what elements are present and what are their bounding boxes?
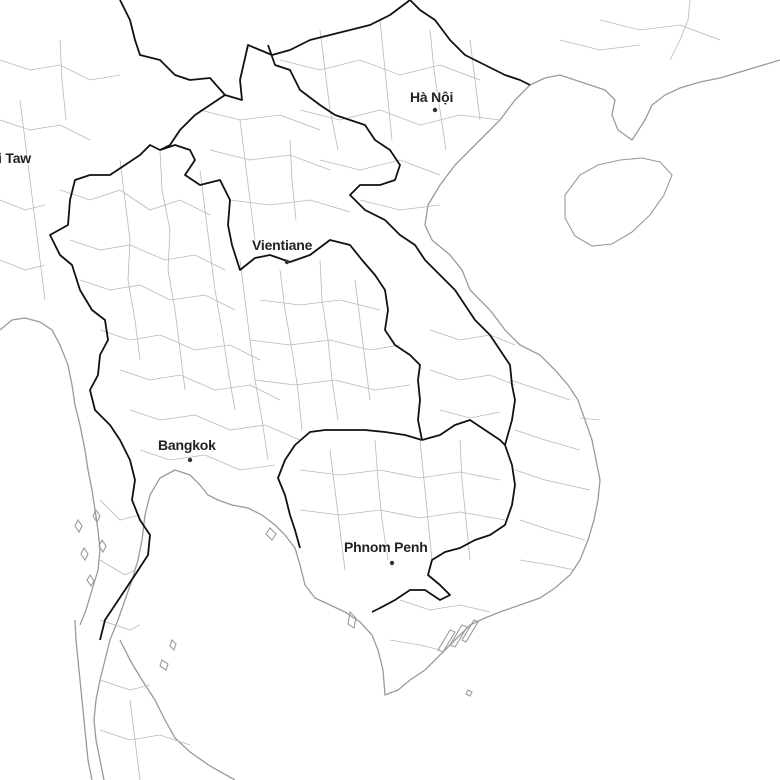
- border-myanmar-thailand: [49, 144, 161, 641]
- label-phnom-penh: Phnom Penh: [344, 539, 428, 555]
- border-cambodia-vietnam: [371, 444, 516, 613]
- label-hanoi: Hà Nội: [410, 89, 454, 105]
- vientiane-dot: [284, 259, 290, 265]
- islands: [74, 157, 673, 697]
- phu-quoc-island: [347, 610, 357, 629]
- border-china-vietnam: [409, 0, 531, 86]
- label-bangkok: Bangkok: [158, 437, 216, 453]
- myanmar-coastline: [0, 317, 101, 626]
- gulf-coast-east: [93, 469, 373, 780]
- border-laos-china-west: [267, 44, 336, 116]
- peninsula-west-coast: [74, 619, 93, 780]
- border-myanmar-laos: [159, 94, 226, 151]
- phnom-penh-dot: [389, 560, 395, 566]
- con-dao-island: [465, 689, 473, 697]
- label-vientiane: Vientiane: [252, 237, 313, 253]
- china-coastline: [529, 59, 780, 141]
- border-china-south: [119, 0, 411, 101]
- bangkok-dot: [187, 457, 193, 463]
- national-borders: [49, 0, 531, 641]
- peninsula-east-coast: [119, 639, 236, 780]
- border-laos-vietnam: [334, 114, 516, 446]
- capital-markers: [187, 107, 438, 566]
- hanoi-dot: [432, 107, 438, 113]
- vietnam-coastline: [371, 84, 601, 696]
- coastlines: [0, 59, 780, 780]
- label-naypyitaw-fragment: i Taw: [0, 150, 31, 166]
- border-cambodia-thailand: [277, 429, 423, 549]
- hainan-island: [564, 157, 673, 247]
- koh-kong-islands: [265, 527, 277, 541]
- border-thailand-laos: [159, 144, 423, 441]
- provincial-boundaries: [0, 0, 721, 780]
- andaman-islets: [74, 508, 107, 588]
- samui-islands: [159, 638, 177, 671]
- mekong-delta-bars: [437, 619, 479, 653]
- border-cambodia-thailand-laos: [421, 419, 506, 446]
